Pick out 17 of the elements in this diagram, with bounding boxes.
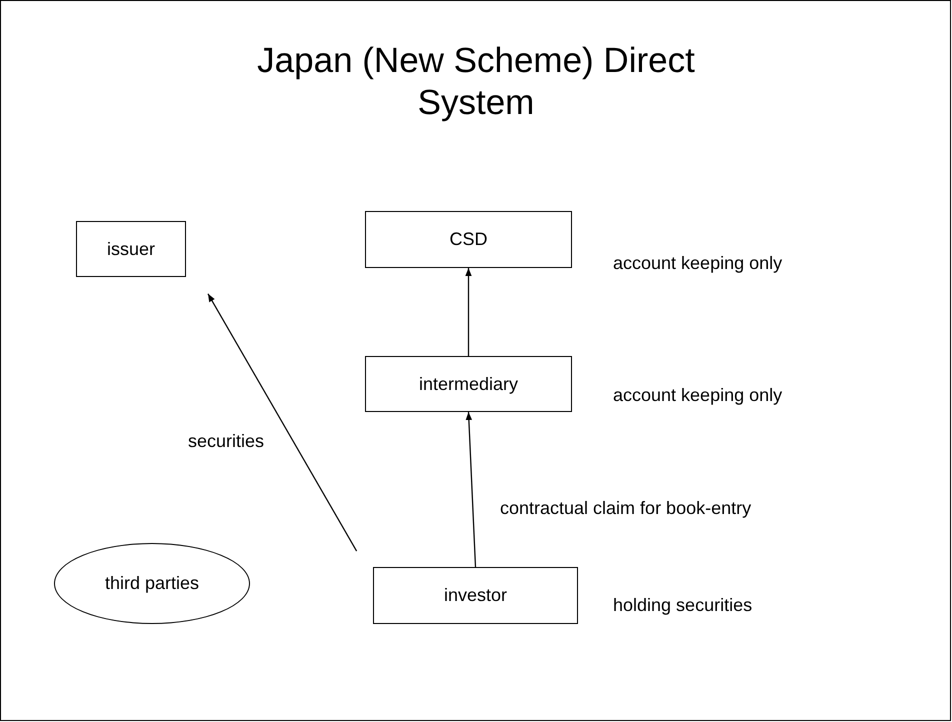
node-label: CSD: [449, 229, 488, 250]
process-box: [76, 221, 186, 277]
process-box: [373, 567, 578, 624]
process-box: [365, 211, 572, 268]
node-label: third parties: [104, 573, 200, 594]
node-label: intermediary: [418, 374, 518, 394]
arrow: [207, 294, 358, 552]
title: Japan (New Scheme) Direct System: [256, 40, 696, 124]
node-label: investor: [444, 585, 508, 606]
edge-label: contractual claim for book-entry: [500, 498, 752, 519]
note: holding securities: [613, 594, 754, 617]
node-label: issuer: [106, 238, 155, 260]
note: account keeping only: [613, 252, 784, 275]
arrow: [466, 412, 476, 568]
process-box: [365, 356, 572, 412]
note: account keeping only: [613, 384, 784, 407]
arrow: [465, 268, 472, 356]
